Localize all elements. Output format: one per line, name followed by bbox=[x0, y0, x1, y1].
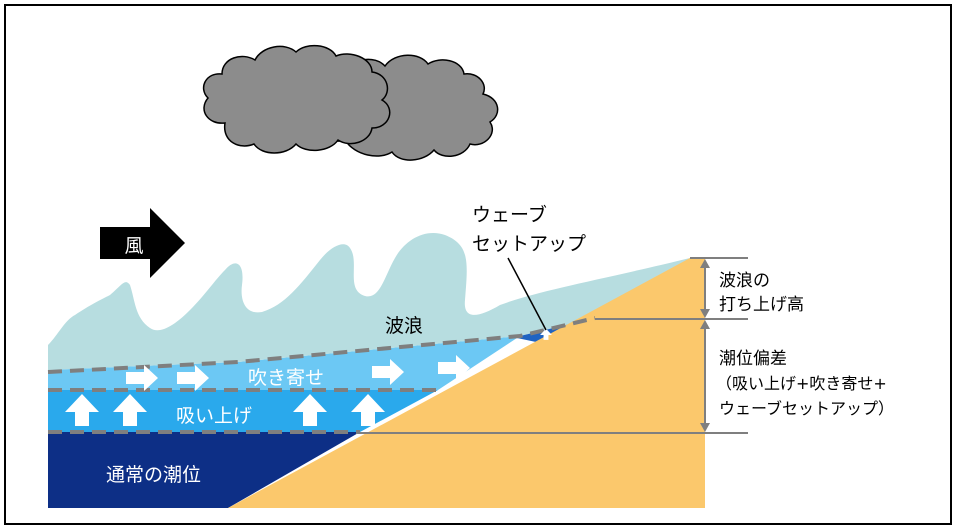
normal-tide-layer bbox=[48, 432, 360, 508]
waves-label: 波浪 bbox=[385, 315, 423, 337]
anomaly-label-3: ウェーブセットアップ） bbox=[719, 399, 894, 418]
runup-label-2: 打ち上げ高 bbox=[719, 295, 804, 315]
wind-label: 風 bbox=[124, 235, 143, 257]
dimension-arrows bbox=[700, 259, 710, 432]
waves-layer bbox=[48, 232, 690, 370]
wind-setup-label: 吹き寄せ bbox=[248, 367, 324, 389]
level-reference-lines bbox=[360, 257, 748, 434]
wind-arrow-icon bbox=[100, 208, 185, 278]
normal-tide-label: 通常の潮位 bbox=[106, 464, 201, 486]
wind-setup-layer bbox=[48, 336, 520, 390]
suction-label: 吸い上げ bbox=[176, 405, 252, 427]
cloud-icon bbox=[202, 44, 499, 161]
wave-setup-label-2: セットアップ bbox=[472, 233, 586, 255]
runup-label-1: 波浪の bbox=[719, 271, 770, 291]
suction-layer bbox=[48, 390, 438, 432]
wave-setup-label-1: ウェーブ bbox=[472, 203, 547, 226]
water-level-lines bbox=[47, 316, 596, 434]
anomaly-label-1: 潮位偏差 bbox=[719, 349, 787, 369]
wave-setup-pointer bbox=[507, 257, 547, 331]
anomaly-label-2: （吸い上げ+吹き寄せ+ bbox=[716, 374, 887, 393]
